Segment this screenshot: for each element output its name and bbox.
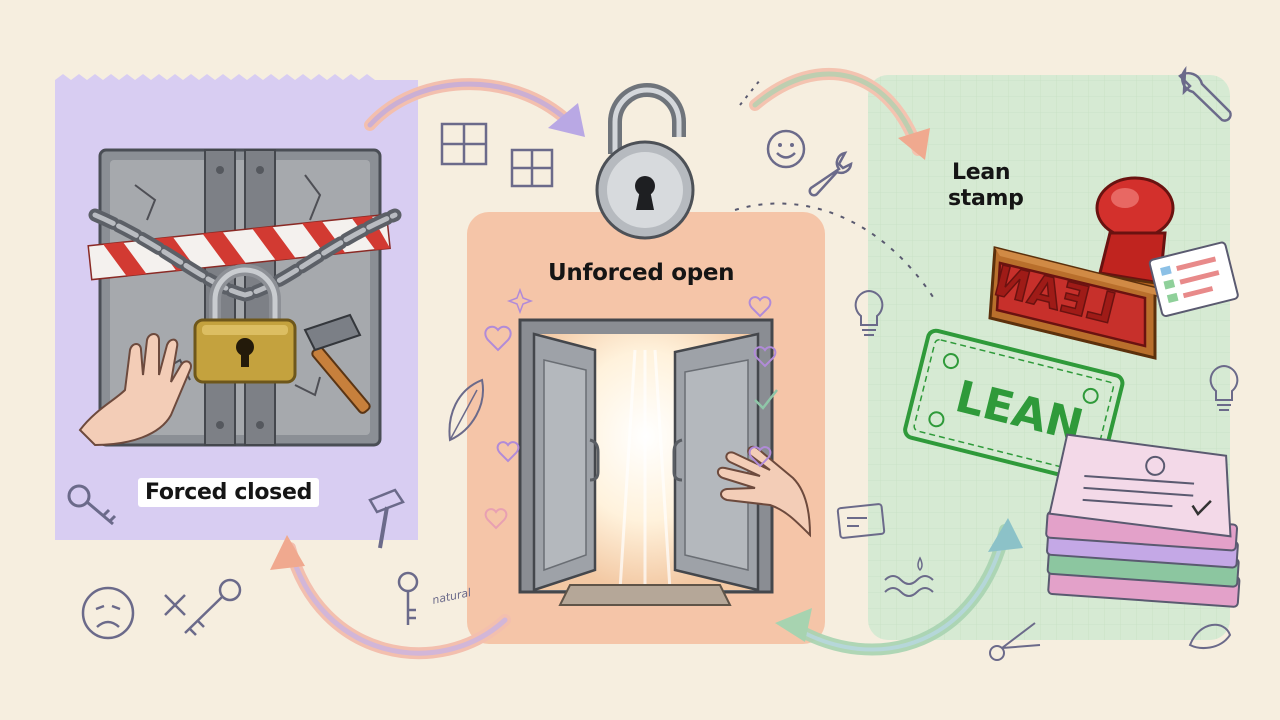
key-icon: [67, 484, 117, 526]
checklist-card-icon: [1148, 241, 1239, 317]
document-stack-icon: [1045, 433, 1241, 608]
scissors-icon: [989, 622, 1041, 661]
lightbulb-icon: [854, 289, 884, 336]
card-icon: [836, 503, 886, 539]
hammer-icon-small: [368, 488, 405, 549]
hammer-icon: [303, 313, 371, 414]
key-icon-bottom: [397, 571, 419, 625]
wrench-icon-2: [808, 151, 853, 197]
forced-closed-label: Forced closed: [138, 478, 320, 507]
lean-stamp-mark: LEAN: [903, 328, 1125, 485]
window-icon: [440, 122, 488, 166]
padlock-icon: [193, 264, 297, 384]
sad-face-icon: [81, 586, 135, 640]
key-icon-crossed: [164, 578, 242, 636]
leaf-icon: [1188, 623, 1232, 649]
hand-illustration: [78, 333, 192, 447]
rubber-stamp-illustration: LEAN: [988, 176, 1182, 360]
wave-icon: [884, 556, 934, 597]
lean-stamp-label-line2: stamp: [948, 186, 1024, 211]
unforced-open-label: Unforced open: [548, 260, 735, 286]
feather-icon: [448, 378, 484, 442]
lean-stamp-label: Lean stamp: [948, 160, 1024, 212]
dotted-trail: [734, 202, 936, 301]
open-padlock-icon: [595, 83, 695, 240]
heart-icon: [484, 287, 778, 530]
wrench-icon: [1178, 65, 1232, 122]
lightbulb-icon-2: [1209, 364, 1239, 411]
lean-stamp-label-line1: Lean: [952, 160, 1011, 185]
smiley-icon: [766, 129, 806, 169]
window-icon-2: [510, 148, 554, 188]
